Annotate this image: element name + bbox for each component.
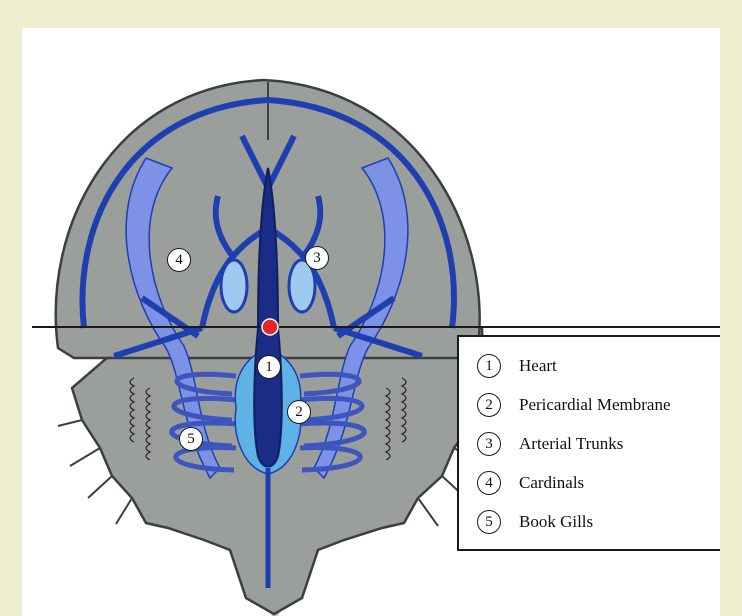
- callout-pericardial-membrane: 2: [287, 400, 311, 424]
- legend-item-arterial-trunks: 3 Arterial Trunks: [477, 429, 623, 459]
- legend-label: Pericardial Membrane: [519, 395, 671, 415]
- legend-label: Heart: [519, 356, 557, 376]
- legend-label: Book Gills: [519, 512, 593, 532]
- legend-number: 2: [477, 393, 501, 417]
- legend-number: 3: [477, 432, 501, 456]
- callout-book-gills-number: 5: [187, 431, 195, 448]
- section-marker: [262, 319, 278, 335]
- callout-arterial-trunks-number: 3: [313, 250, 321, 267]
- legend-number: 4: [477, 471, 501, 495]
- callout-heart: 1: [257, 355, 281, 379]
- legend-label: Arterial Trunks: [519, 434, 623, 454]
- legend-label: Cardinals: [519, 473, 584, 493]
- callout-cardinals-number: 4: [175, 252, 183, 269]
- trunk-oval-left: [221, 260, 247, 312]
- legend-item-pericardial-membrane: 2 Pericardial Membrane: [477, 390, 671, 420]
- legend-number: 1: [477, 354, 501, 378]
- legend-item-heart: 1 Heart: [477, 351, 557, 381]
- callout-arterial-trunks: 3: [305, 246, 329, 270]
- diagram-frame: 1 2 3 4 5 1 Heart 2 Pericardial Membrane…: [22, 28, 720, 616]
- legend-item-book-gills: 5 Book Gills: [477, 507, 593, 537]
- legend-box: 1 Heart 2 Pericardial Membrane 3 Arteria…: [457, 335, 720, 551]
- callout-cardinals: 4: [167, 248, 191, 272]
- callout-heart-number: 1: [265, 359, 273, 376]
- legend-number: 5: [477, 510, 501, 534]
- legend-item-cardinals: 4 Cardinals: [477, 468, 584, 498]
- callout-book-gills: 5: [179, 427, 203, 451]
- callout-pericardial-membrane-number: 2: [295, 404, 303, 421]
